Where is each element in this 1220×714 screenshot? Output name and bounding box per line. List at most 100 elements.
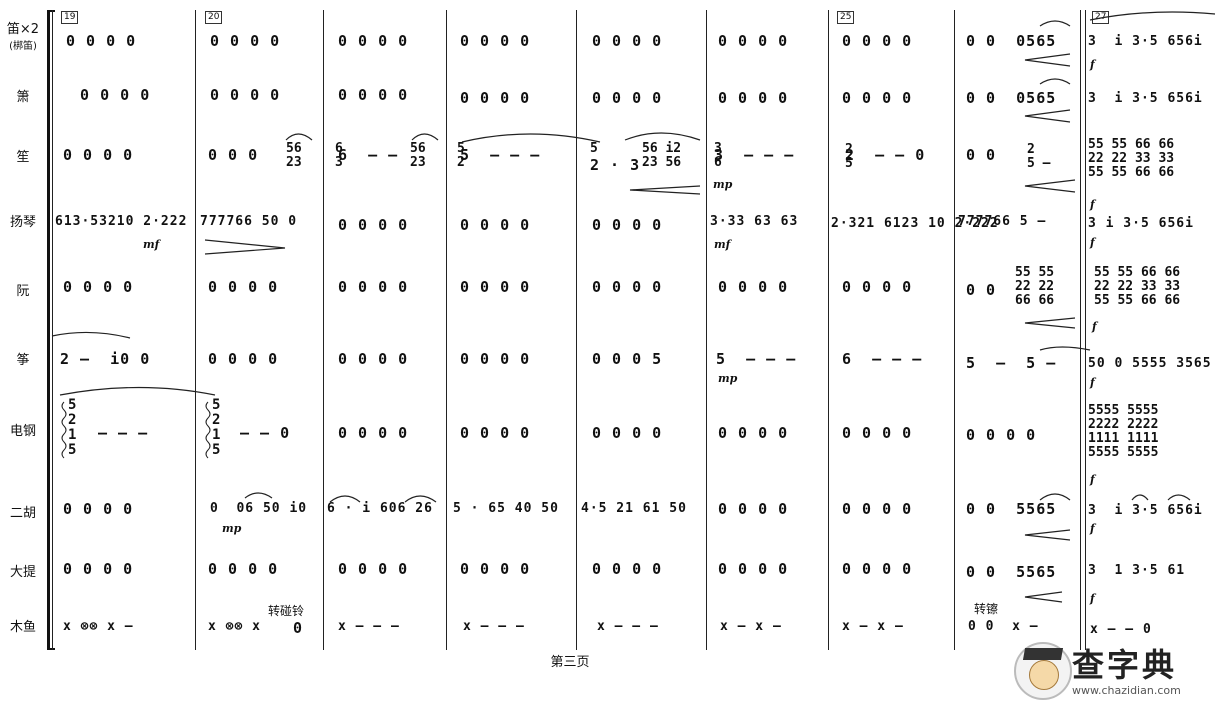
barline (446, 10, 447, 650)
piano-m27-chord: 5555 5555 2222 2222 1111 1111 5555 5555 (1088, 403, 1159, 460)
sheng-m21: 6 – – (338, 146, 399, 164)
xiao-m23: 0 0 0 0 (592, 89, 663, 107)
instrument-ruan: 阮 (16, 284, 30, 299)
instrument-dati: 大提 (9, 565, 36, 580)
xiao-m19: 0 0 0 0 (70, 86, 151, 104)
muyu-m20-rest: 0 (293, 619, 304, 637)
barline (576, 10, 577, 650)
piano-m26: 0 0 0 0 (966, 426, 1037, 444)
yangqin-m27: 3 i 3·5 656i (1088, 216, 1194, 231)
instrument-name: 笛×2 (6, 22, 40, 37)
mascot-icon (1014, 642, 1072, 700)
barline (706, 10, 707, 650)
sheng-m21-chord-b: 56 23 (410, 141, 426, 170)
yangqin-m26: 777766 5 – (958, 214, 1047, 229)
yangqin-m20: 777766 50 0 (200, 214, 298, 229)
watermark-title: 查字典 (1072, 646, 1178, 684)
instrument-dizi: 笛×2 (梆笛) (0, 18, 46, 52)
erhu-m20: 0 06 50 i0 (210, 501, 308, 516)
dizi-m25: 0 0 0 0 (842, 32, 913, 50)
sheng-m25: 2 – – 0 (845, 146, 926, 164)
dynamic-mp: mp (713, 178, 733, 191)
dynamic-f: f (1090, 592, 1095, 605)
ruan-m25: 0 0 0 0 (842, 278, 913, 296)
erhu-m22: 5 · 65 40 50 (453, 501, 559, 516)
muyu-m26: 0 0 x – (968, 619, 1039, 634)
piano-m25: 0 0 0 0 (842, 424, 913, 442)
ruan-m26: 0 0 (966, 281, 997, 299)
muyu-m21: x – – – (338, 619, 400, 634)
dynamic-f: f (1090, 376, 1095, 389)
yangqin-m21: 0 0 0 0 (338, 216, 409, 234)
erhu-m26: 0 0 5565 (966, 500, 1057, 518)
muyu-m19: x ⊗⊗ x – (63, 619, 134, 634)
dizi-m26: 0 0 0565 (966, 32, 1057, 50)
annotation-switch-bells: 转碰铃 (268, 604, 305, 618)
zheng-m27: 50 0 5555 3565 (1088, 356, 1212, 371)
barline (1085, 10, 1086, 650)
dynamic-mf: mf (143, 238, 160, 251)
page-label: 第三页 (550, 655, 590, 670)
ruan-m19: 0 0 0 0 (63, 278, 134, 296)
piano-m20: – – 0 (240, 424, 291, 442)
slur (1039, 346, 1091, 351)
site-watermark: 查字典 www.chazidian.com (1008, 640, 1213, 708)
dizi-m24: 0 0 0 0 (718, 32, 789, 50)
erhu-m27: 3 i 3·5 656i (1088, 503, 1203, 518)
dynamic-f: f (1090, 58, 1095, 71)
sheng-m20: 0 0 0 (208, 146, 259, 164)
sheng-m23-chord-b: 56 i2 23 56 (642, 141, 682, 170)
ruan-m20: 0 0 0 0 (208, 278, 279, 296)
zheng-m21: 0 0 0 0 (338, 350, 409, 368)
piano-m24: 0 0 0 0 (718, 424, 789, 442)
slur (1039, 20, 1071, 27)
instrument-yangqin: 扬琴 (9, 215, 36, 230)
xiao-m25: 0 0 0 0 (842, 89, 913, 107)
zheng-m25: 6 – – – (842, 350, 923, 368)
slur (1089, 11, 1216, 21)
annotation-switch-cymbal: 转镲 (974, 602, 999, 616)
muyu-m27: x – – 0 (1090, 622, 1152, 637)
sheng-m26-chord: 2 5 – (1027, 142, 1051, 171)
sheng-m26: 0 0 (966, 146, 997, 164)
slur (244, 492, 273, 499)
zheng-m24: 5 – – – (716, 350, 797, 368)
dynamic-f: f (1092, 320, 1097, 333)
dati-m21: 0 0 0 0 (338, 560, 409, 578)
sheng-m24: 3 – – – (714, 146, 795, 164)
ruan-m22: 0 0 0 0 (460, 278, 531, 296)
zheng-m26: 5 – 5 – (966, 354, 1057, 372)
arpeggio (205, 401, 211, 459)
slur (1167, 494, 1191, 501)
muyu-m20: x ⊗⊗ x (208, 619, 261, 634)
muyu-m24: x – x – (720, 619, 782, 634)
xiao-m27: 3 i 3·5 656i (1088, 91, 1203, 106)
instrument-erhu: 二胡 (9, 506, 36, 521)
dati-m23: 0 0 0 0 (592, 560, 663, 578)
arpeggio (61, 401, 67, 459)
instrument-muyu: 木鱼 (9, 620, 36, 635)
sheng-m22: 5 – – – (460, 146, 541, 164)
ruan-m23: 0 0 0 0 (592, 278, 663, 296)
slur (329, 495, 361, 503)
yangqin-m24: 3·33 63 63 (710, 214, 799, 229)
measure-number-19: 19 (61, 11, 79, 24)
muyu-m22: x – – – (463, 619, 525, 634)
dizi-m27: 3 i 3·5 656i (1088, 34, 1203, 49)
erhu-m21: 6 · i 606 26 (327, 501, 433, 516)
barline (323, 10, 324, 650)
hairpin (1024, 179, 1076, 193)
barline (828, 10, 829, 650)
barline (52, 10, 53, 650)
slur (1039, 78, 1071, 85)
barline (954, 10, 955, 650)
slur (1131, 494, 1149, 501)
dynamic-f: f (1090, 198, 1095, 211)
piano-m19: – – – (98, 424, 149, 442)
dati-m24: 0 0 0 0 (718, 560, 789, 578)
xiao-m20: 0 0 0 0 (210, 86, 281, 104)
dynamic-mf: mf (714, 238, 731, 251)
sheng-m25-chord: 2 5 (845, 142, 853, 171)
piano-m23: 0 0 0 0 (592, 424, 663, 442)
